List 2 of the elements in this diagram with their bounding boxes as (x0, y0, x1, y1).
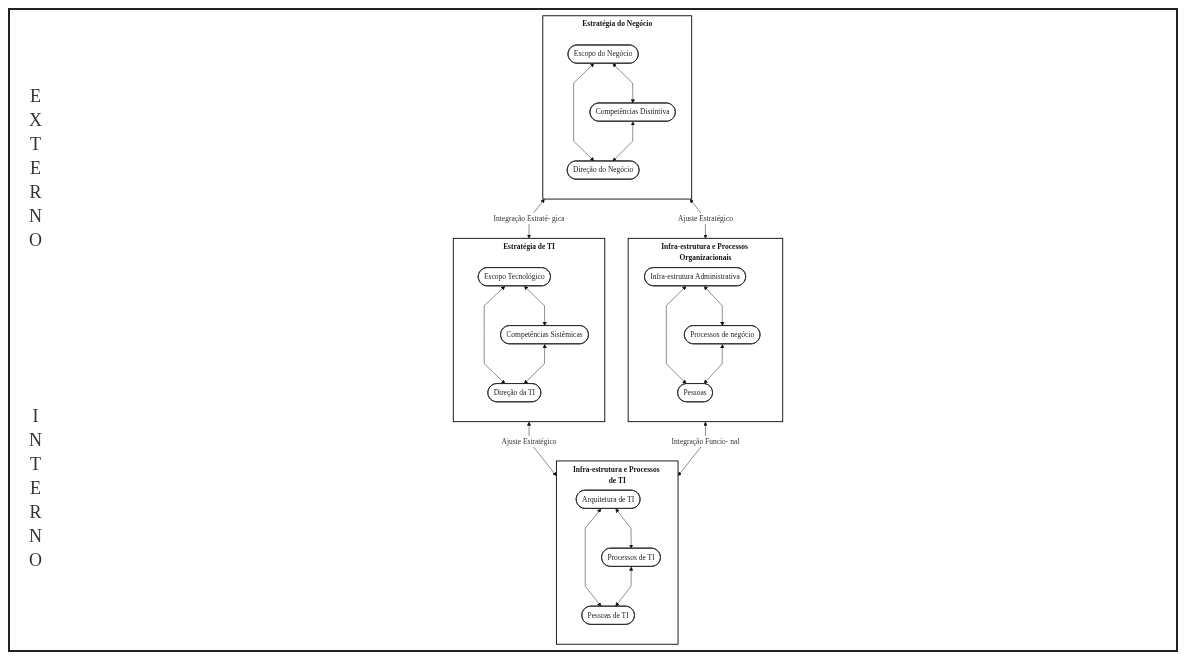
side-label: EXTERNO (24, 86, 46, 254)
side-label: INTERNO (24, 406, 46, 574)
